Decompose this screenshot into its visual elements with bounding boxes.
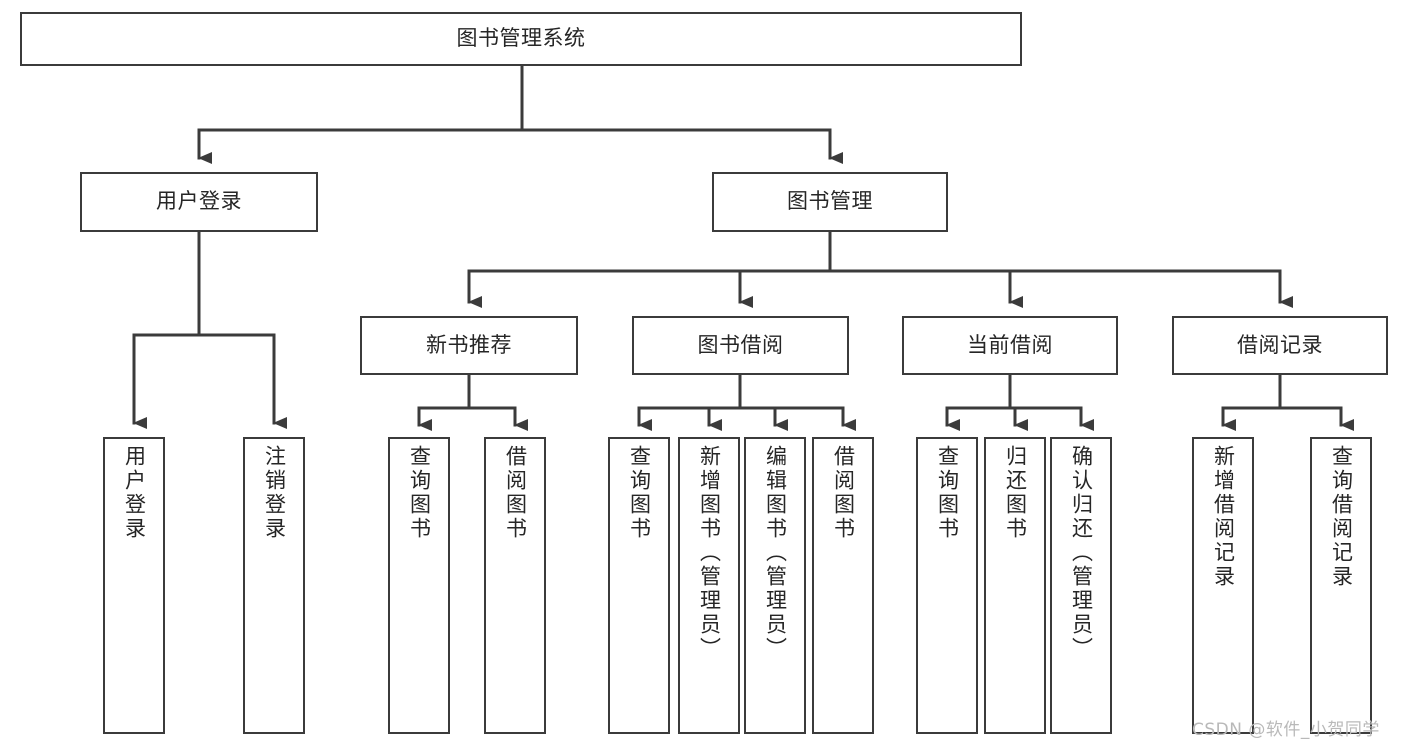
node-leaf-borrow-book-2-label: 借阅图书 <box>831 445 856 541</box>
node-leaf-edit-book-label: 编辑图书（管理员） <box>763 445 788 661</box>
node-leaf-add-record-label: 新增借阅记录 <box>1211 445 1236 589</box>
node-leaf-return-book[interactable]: 归还图书 <box>984 437 1046 734</box>
node-root[interactable]: 图书管理系统 <box>20 12 1022 66</box>
node-leaf-query-book-2-label: 查询图书 <box>627 445 652 541</box>
node-leaf-query-book-3-label: 查询图书 <box>935 445 960 541</box>
node-leaf-borrow-book-2[interactable]: 借阅图书 <box>812 437 874 734</box>
node-leaf-user-login-label: 用户登录 <box>122 445 147 541</box>
node-leaf-query-record-label: 查询借阅记录 <box>1329 445 1354 589</box>
node-leaf-return-book-label: 归还图书 <box>1003 445 1028 541</box>
node-borrow-record[interactable]: 借阅记录 <box>1172 316 1388 375</box>
node-leaf-add-book[interactable]: 新增图书（管理员） <box>678 437 740 734</box>
csdn-watermark: CSDN @软件_小贺同学 <box>1192 720 1380 740</box>
node-leaf-confirm-return-label: 确认归还（管理员） <box>1069 445 1094 661</box>
node-new-book-recommend[interactable]: 新书推荐 <box>360 316 578 375</box>
node-leaf-query-book-1-label: 查询图书 <box>407 445 432 541</box>
node-current-borrow-label: 当前借阅 <box>967 332 1053 357</box>
node-root-label: 图书管理系统 <box>456 26 586 51</box>
node-book-borrow[interactable]: 图书借阅 <box>632 316 849 375</box>
node-book-manage[interactable]: 图书管理 <box>712 172 948 232</box>
node-user-login[interactable]: 用户登录 <box>80 172 318 232</box>
node-current-borrow[interactable]: 当前借阅 <box>902 316 1118 375</box>
node-leaf-borrow-book-1[interactable]: 借阅图书 <box>484 437 546 734</box>
node-user-login-label: 用户登录 <box>156 189 242 214</box>
node-leaf-user-login[interactable]: 用户登录 <box>103 437 165 734</box>
node-borrow-record-label: 借阅记录 <box>1237 332 1323 357</box>
node-leaf-query-book-2[interactable]: 查询图书 <box>608 437 670 734</box>
node-leaf-add-book-label: 新增图书（管理员） <box>697 445 722 661</box>
node-leaf-query-record[interactable]: 查询借阅记录 <box>1310 437 1372 734</box>
node-leaf-add-record[interactable]: 新增借阅记录 <box>1192 437 1254 734</box>
node-leaf-edit-book[interactable]: 编辑图书（管理员） <box>744 437 806 734</box>
node-leaf-query-book-3[interactable]: 查询图书 <box>916 437 978 734</box>
node-leaf-logout-label: 注销登录 <box>262 445 287 541</box>
node-leaf-borrow-book-1-label: 借阅图书 <box>503 445 528 541</box>
node-leaf-confirm-return[interactable]: 确认归还（管理员） <box>1050 437 1112 734</box>
node-book-manage-label: 图书管理 <box>787 189 873 214</box>
node-leaf-query-book-1[interactable]: 查询图书 <box>388 437 450 734</box>
node-leaf-logout[interactable]: 注销登录 <box>243 437 305 734</box>
node-new-book-recommend-label: 新书推荐 <box>426 332 512 357</box>
node-book-borrow-label: 图书借阅 <box>697 332 784 357</box>
